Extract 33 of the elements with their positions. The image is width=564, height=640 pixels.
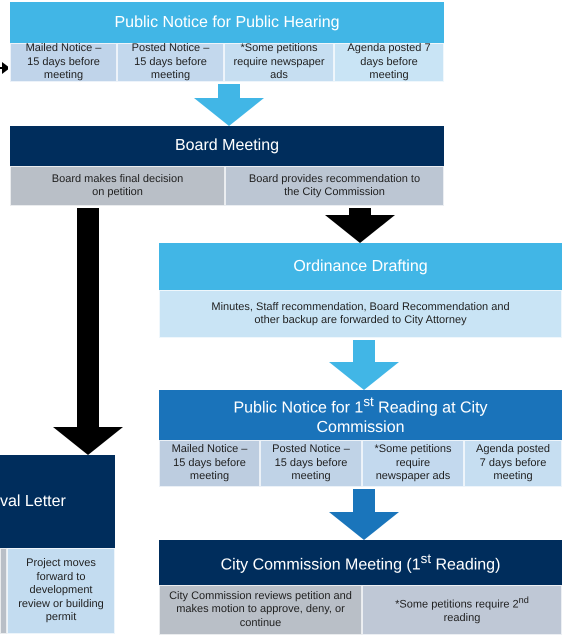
step-detail: *Some petitions require newspaper ads xyxy=(362,440,464,487)
step-detail: Posted Notice – 15 days before meeting xyxy=(117,43,224,82)
block-arrow xyxy=(329,340,399,390)
block-arrow xyxy=(53,206,123,455)
step-detail: Agenda posted 7 days before meeting xyxy=(334,43,444,82)
block-arrow xyxy=(329,489,399,540)
process-panel xyxy=(157,540,564,637)
panel-heading: val Letter xyxy=(0,492,66,512)
process-panel xyxy=(8,126,446,208)
step-detail: *Some petitions require 2$^{nd}$ reading xyxy=(362,585,562,635)
step-detail: Project moves forward to development review or building permit xyxy=(7,548,115,634)
arrow xyxy=(0,62,10,74)
step-detail: Mailed Notice – 15 days before meeting xyxy=(159,440,260,487)
step-detail: Posted Notice – 15 days before meeting xyxy=(260,440,362,487)
process-panel xyxy=(0,455,117,636)
step-detail: City Commission reviews petition and makes motion to approve, deny, or continue xyxy=(159,585,362,635)
panel-heading: City Commission Meeting (1$^{st}$ Reading) xyxy=(220,550,500,576)
process-panel xyxy=(157,243,564,340)
panel-heading: Ordinance Drafting xyxy=(293,256,428,276)
step-detail: Agenda posted 7 days before meeting xyxy=(464,440,562,487)
panel-heading: Board Meeting xyxy=(174,136,280,156)
block-arrow xyxy=(194,84,264,126)
detail-cell xyxy=(0,548,7,634)
process-panel xyxy=(157,390,564,489)
process-panel xyxy=(8,2,446,84)
step-detail: Board makes final decision on petition xyxy=(10,166,225,206)
step-detail: Board provides recommendation to the City Commission xyxy=(225,166,444,206)
step-detail: Mailed Notice – 15 days before meeting xyxy=(10,43,117,82)
block-arrow xyxy=(325,206,395,243)
panel-heading: Public Notice for Public Hearing xyxy=(114,12,340,32)
step-detail: *Some petitions require newspaper ads xyxy=(224,43,334,82)
step-detail: Minutes, Staff recommendation, Board Recommendation and other backup are forwarded to City Attorney xyxy=(159,290,562,338)
panel-heading: Public Notice for 1$^{st}$ Reading at City Commission xyxy=(232,392,489,438)
